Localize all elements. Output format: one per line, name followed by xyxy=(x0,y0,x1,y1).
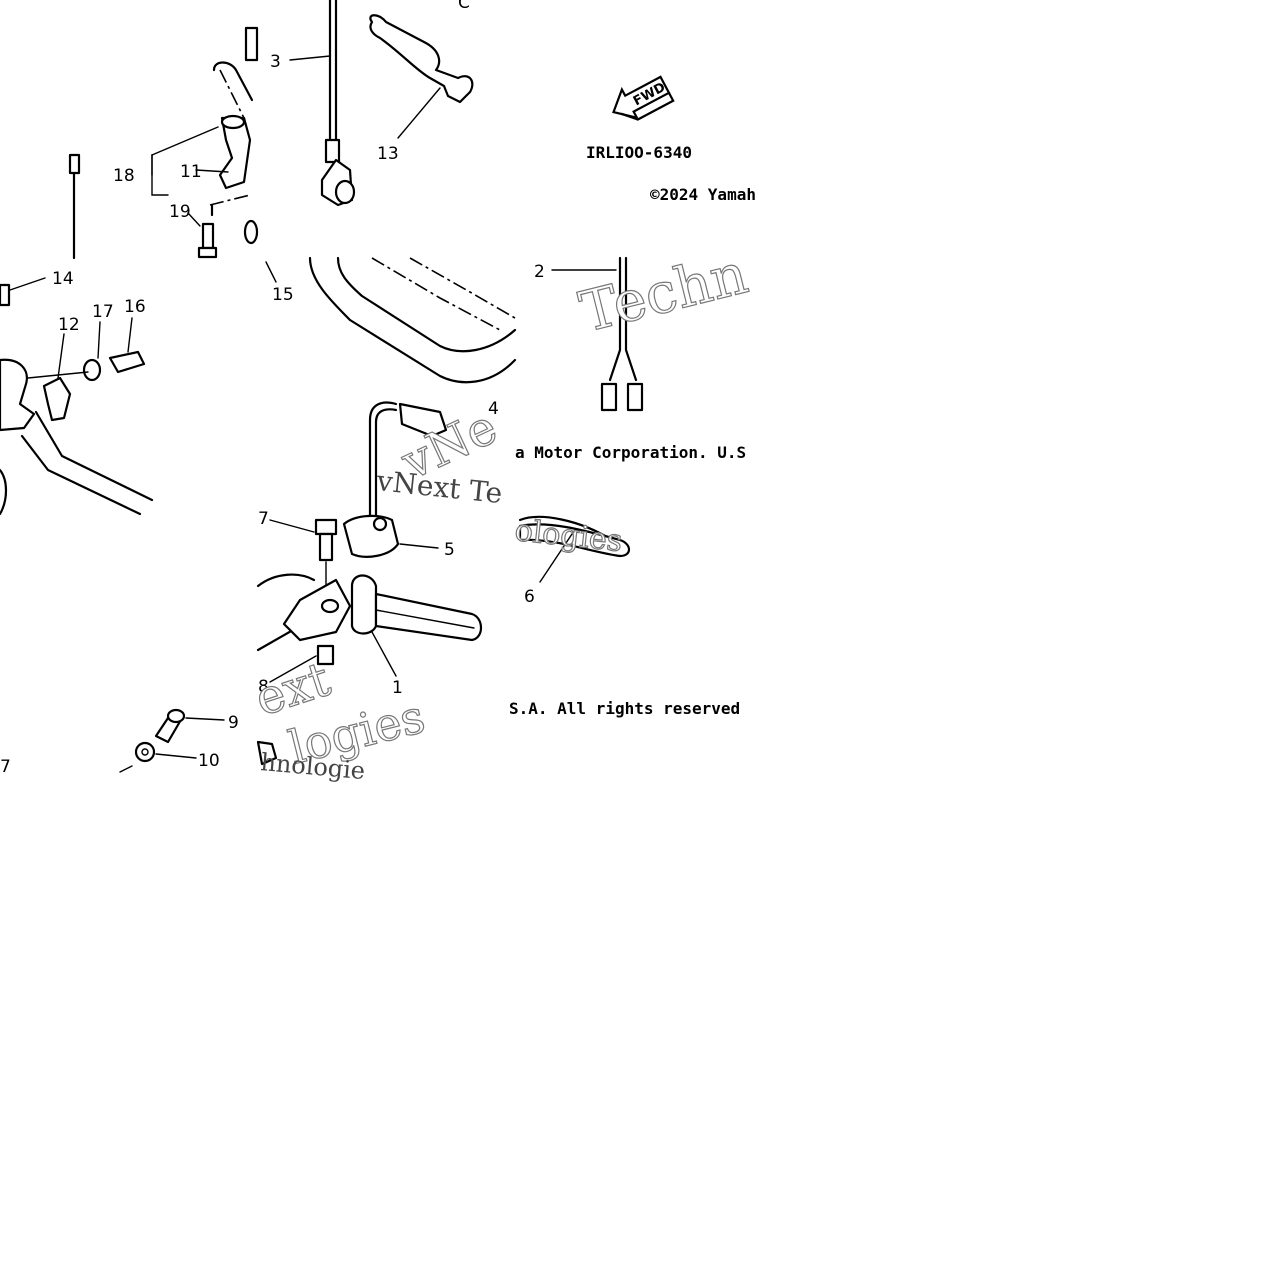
bolt-19 xyxy=(201,222,215,250)
callout-6: 6 xyxy=(524,587,535,607)
tile-bottom-middle: 7 5 1 8 ext logies hnologie xyxy=(248,509,483,785)
callout-10: 10 xyxy=(198,751,220,771)
callout-1: 1 xyxy=(392,678,403,698)
watermark-techn: Techn xyxy=(574,241,754,345)
connector-b xyxy=(626,382,644,412)
wire-2 xyxy=(608,256,622,382)
frame-tube xyxy=(20,434,142,516)
watermark-ologies: ologies xyxy=(513,513,624,559)
master-cylinder-body xyxy=(0,358,36,432)
tile-mid-middle: 15 4 vNe vNext Te xyxy=(265,256,517,517)
tile-bottom-right: 6 ologies S.A. All rights reserved xyxy=(509,513,740,718)
callout-14: 14 xyxy=(52,269,74,289)
callout-3: 3 xyxy=(270,52,281,72)
callout-9: 9 xyxy=(228,713,239,733)
callout-11: 11 xyxy=(180,162,202,182)
tile-mid-right: 2 Techn a Motor Corporation. U.S xyxy=(515,241,755,462)
bolt-16 xyxy=(108,350,146,374)
phantom-line xyxy=(219,69,246,121)
washer-17 xyxy=(82,358,102,382)
bolt-14 xyxy=(0,283,11,307)
tile-seams xyxy=(257,0,259,772)
fwd-arrow: FWD xyxy=(612,75,675,121)
tile-mid-left: 14 12 17 16 xyxy=(0,269,154,516)
callout-16: 16 xyxy=(124,297,146,317)
nut-8 xyxy=(316,644,335,666)
svg-text:C: C xyxy=(458,0,470,13)
screw-top xyxy=(244,26,259,62)
bolt-7 xyxy=(314,518,338,536)
tile-top-right: FWD IRLIOO-6340 ©2024 Yamah xyxy=(586,75,756,204)
grip-1 xyxy=(374,592,483,642)
holder-8 xyxy=(282,578,352,642)
lever-6 xyxy=(518,523,631,558)
nut-10 xyxy=(134,741,156,763)
connector-a xyxy=(600,382,618,412)
callout-12: 12 xyxy=(58,315,80,335)
callout-17: 17 xyxy=(92,302,114,322)
callout-5: 5 xyxy=(444,540,455,560)
cable-end-fitting xyxy=(68,153,81,175)
lever-holder-part xyxy=(218,116,252,190)
holder-boss xyxy=(220,114,246,130)
callout-4: 4 xyxy=(488,399,499,419)
lever-13 xyxy=(369,14,474,104)
copyright-line-1: ©2024 Yamah xyxy=(650,185,756,204)
callout-7: 7 xyxy=(258,509,269,529)
callout-15: 15 xyxy=(272,285,294,305)
watermark-vnext: vNext Te xyxy=(374,464,504,510)
throttle-housing xyxy=(350,574,378,635)
callout-8: 8 xyxy=(258,677,269,697)
brake-switch xyxy=(398,402,448,438)
copyright-line-3: S.A. All rights reserved xyxy=(509,699,740,718)
clamp-12 xyxy=(42,376,72,422)
clamp-5 xyxy=(342,514,400,558)
grip-outline xyxy=(212,61,254,102)
switch-wire xyxy=(368,401,398,517)
callout-19: 19 xyxy=(169,202,191,222)
handlebar-top xyxy=(256,573,316,588)
guard-outline xyxy=(308,256,517,384)
callout-7-edge: 7 xyxy=(0,757,11,777)
tile-top-left: 18 11 19 xyxy=(68,26,259,260)
copyright-line-2: a Motor Corporation. U.S xyxy=(515,443,746,462)
callout-18: 18 xyxy=(113,166,135,186)
callout-13: 13 xyxy=(377,144,399,164)
phantom-line-2 xyxy=(209,194,251,206)
tile-bottom-left: 9 10 7 xyxy=(0,708,239,777)
tile-top-middle: 3 13 C xyxy=(270,0,474,207)
callout-2: 2 xyxy=(534,262,545,282)
figure-code: IRLIOO-6340 xyxy=(586,143,692,162)
